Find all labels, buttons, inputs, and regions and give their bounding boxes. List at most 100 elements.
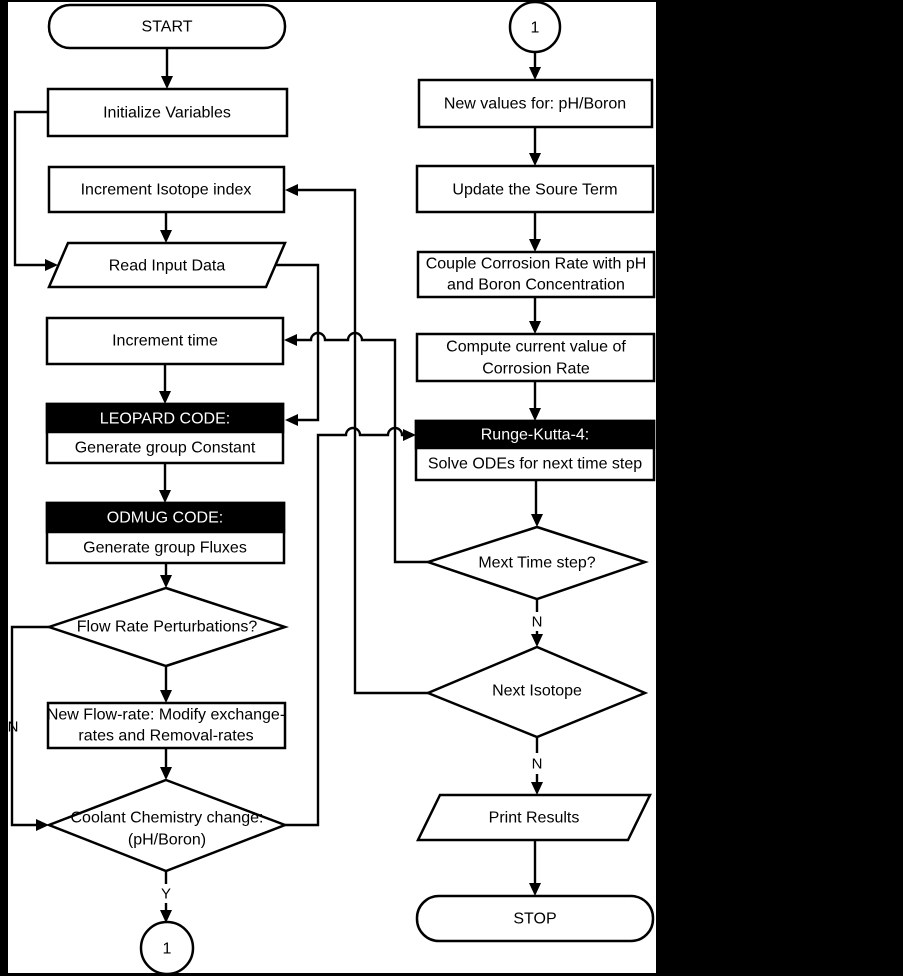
odmug-subtitle: Generate group Fluxes — [83, 540, 247, 557]
new-flow-rate-line1: New Flow-rate: Modify exchange- — [47, 707, 285, 724]
io-parallelogram-shape — [415, 793, 653, 842]
node-next-time-step-decision: Mext Time step? — [424, 525, 649, 601]
coolant-line2: (pH/Boron) — [128, 832, 206, 849]
node-print-results: Print Results — [415, 793, 653, 842]
connector-timestep-incrementtime — [297, 331, 428, 564]
arrowhead — [160, 910, 172, 923]
node-increment-time: Increment time — [45, 316, 285, 366]
node-runge-kutta: Runge-Kutta-4: Solve ODEs for next time … — [414, 419, 656, 482]
process-header-shape — [414, 419, 656, 450]
arrowhead — [529, 67, 541, 80]
decision-diamond-shape — [45, 778, 289, 873]
node-couple-corrosion: Couple Corrosion Rate with pH and Boron … — [416, 250, 656, 299]
arrowhead — [160, 767, 172, 780]
process-shape — [46, 87, 289, 138]
process-header-shape — [45, 402, 285, 434]
connector-readinput-leopard — [275, 263, 320, 422]
arrowhead — [159, 391, 171, 404]
new-values-label: New values for: pH/Boron — [444, 96, 626, 113]
process-shape — [46, 701, 287, 750]
time-step-no-label: N — [532, 614, 543, 631]
arrowhead — [159, 490, 171, 503]
arrowhead — [403, 429, 416, 441]
arrowhead — [36, 819, 49, 831]
runge-kutta-title: Runge-Kutta-4: — [481, 427, 590, 444]
next-isotope-no-label: N — [532, 756, 543, 773]
process-shape — [417, 78, 654, 129]
compute-corrosion-line2: Corrosion Rate — [482, 361, 590, 378]
connector-circle-left-label: 1 — [163, 941, 172, 958]
update-source-label: Update the Soure Term — [452, 182, 617, 199]
arrowhead — [285, 184, 298, 196]
runge-kutta-subtitle: Solve ODEs for next time step — [428, 456, 642, 473]
increment-isotope-label: Increment Isotope index — [81, 182, 252, 199]
process-shape — [415, 164, 655, 214]
arrowhead — [160, 230, 172, 243]
node-new-flow-rate: New Flow-rate: Modify exchange- rates an… — [46, 701, 287, 750]
new-flow-rate-line2: rates and Removal-rates — [78, 728, 253, 745]
arrowhead — [529, 153, 541, 166]
node-coolant-decision: Coolant Chemistry change: (pH/Boron) — [45, 778, 289, 873]
coolant-yes-label: Y — [161, 886, 171, 903]
connector-circle-right-label: 1 — [531, 20, 540, 37]
node-stop: STOP — [415, 894, 655, 943]
connector-circle-shape — [139, 920, 195, 976]
arrowhead — [531, 782, 543, 795]
arrowhead — [160, 575, 172, 588]
couple-corrosion-line2: and Boron Concentration — [447, 277, 625, 294]
node-connector-circle-left: 1 — [139, 920, 195, 976]
process-shape — [415, 332, 656, 383]
process-shape — [45, 316, 285, 366]
arrowhead — [284, 334, 297, 346]
node-connector-circle-right: 1 — [508, 0, 562, 54]
arrowhead — [531, 634, 543, 647]
compute-corrosion-line1: Compute current value of — [446, 339, 626, 356]
io-parallelogram-shape — [47, 241, 287, 289]
leopard-title: LEOPARD CODE: — [100, 411, 230, 428]
initialize-variables-label: Initialize Variables — [103, 105, 231, 122]
process-shape — [47, 165, 286, 214]
node-next-isotope-decision: Next Isotope — [424, 645, 649, 739]
node-read-input-data: Read Input Data — [47, 241, 287, 289]
arrowhead — [285, 414, 298, 426]
arrowhead — [531, 514, 543, 527]
coolant-line1: Coolant Chemistry change: — [71, 810, 264, 827]
increment-time-label: Increment time — [112, 333, 218, 350]
node-leopard-code: LEOPARD CODE: Generate group Constant — [45, 402, 285, 465]
node-increment-isotope: Increment Isotope index — [47, 165, 286, 214]
couple-corrosion-line1: Couple Corrosion Rate with pH — [426, 256, 647, 273]
arrowhead — [529, 883, 541, 896]
arrowhead — [161, 76, 173, 89]
arrowhead — [529, 321, 541, 334]
arrowhead — [45, 259, 58, 271]
stop-terminator-shape — [415, 894, 655, 943]
read-input-data-label: Read Input Data — [109, 258, 226, 275]
node-odmug-code: ODMUG CODE: Generate group Fluxes — [45, 501, 286, 565]
start-label: START — [142, 19, 193, 36]
start-terminator-shape — [47, 3, 287, 50]
node-start: START — [47, 3, 287, 50]
node-initialize-variables: Initialize Variables — [46, 87, 289, 138]
connector-nextisotope-incrementisotope — [298, 188, 428, 695]
decision-diamond-shape — [424, 645, 649, 739]
node-compute-corrosion: Compute current value of Corrosion Rate — [415, 332, 656, 383]
connector-circle-shape — [508, 0, 562, 54]
stop-label: STOP — [513, 911, 556, 928]
arrowhead — [529, 408, 541, 421]
arrowhead — [160, 690, 172, 703]
decision-diamond-shape — [424, 525, 649, 601]
arrowhead — [529, 239, 541, 252]
decision-diamond-shape — [45, 586, 290, 668]
print-results-label: Print Results — [489, 810, 580, 827]
flow-rate-label: Flow Rate Perturbations? — [77, 619, 258, 636]
leopard-subtitle: Generate group Constant — [75, 440, 256, 457]
flow-rate-no-label: N — [8, 719, 19, 736]
node-new-values: New values for: pH/Boron — [417, 78, 654, 129]
connector-flowrate-no-coolant — [10, 625, 49, 827]
next-isotope-label: Next Isotope — [492, 683, 582, 700]
node-flow-rate-decision: Flow Rate Perturbations? — [45, 586, 290, 668]
connector-initialize-readinput — [13, 110, 48, 267]
node-update-source-term: Update the Soure Term — [415, 164, 655, 214]
